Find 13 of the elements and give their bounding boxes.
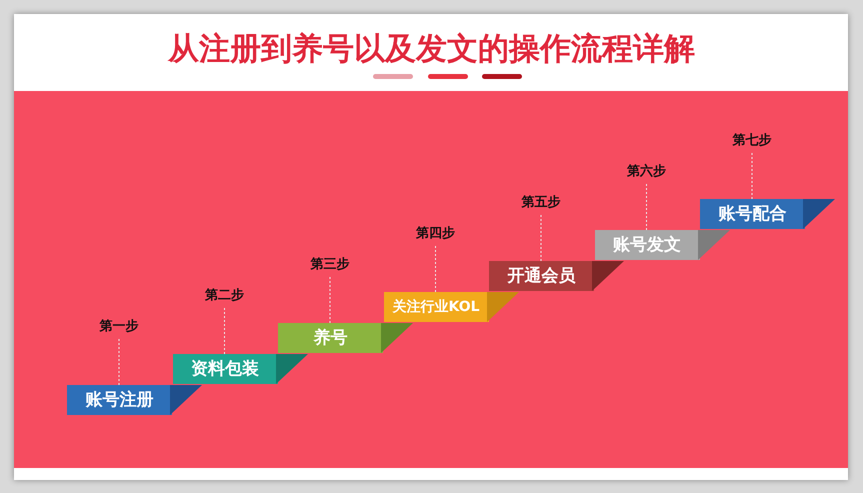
leader-line: [435, 246, 436, 292]
step-label: 第六步: [622, 164, 672, 180]
title: 从注册到养号以及发文的操作流程详解: [166, 30, 696, 69]
step-label: 第四步: [410, 226, 460, 242]
step-label: 第三步: [305, 257, 355, 273]
step-label: 第二步: [200, 288, 250, 304]
leader-line: [224, 308, 225, 354]
leader-line: [646, 184, 647, 230]
step-label: 第一步: [94, 319, 144, 335]
leader-line: [118, 338, 120, 386]
leader-line: [540, 214, 542, 262]
step-label: 第五步: [516, 195, 566, 211]
step-label: 第七步: [727, 133, 777, 149]
